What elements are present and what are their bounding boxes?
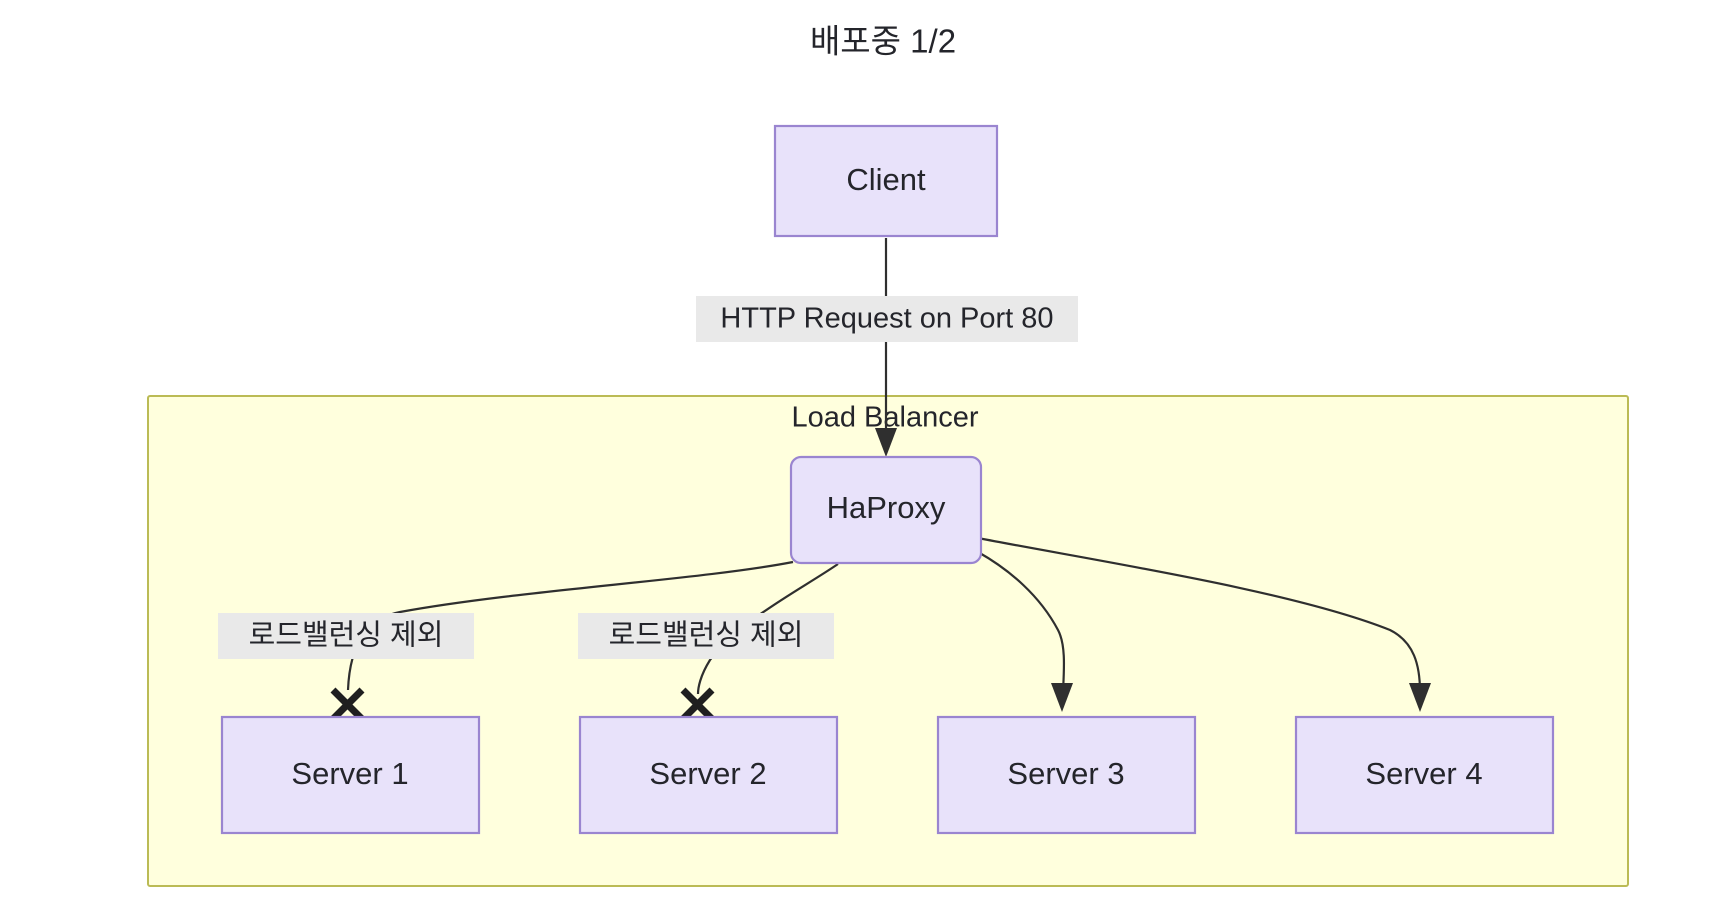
edge-label-background bbox=[696, 296, 1078, 342]
edge-label-http-request: HTTP Request on Port 80 bbox=[696, 296, 1078, 342]
diagram-title: 배포중 1/2 bbox=[810, 23, 956, 60]
node-box[interactable] bbox=[936, 715, 1197, 835]
node-server-1[interactable]: Server 1 bbox=[220, 715, 481, 835]
node-client[interactable]: Client bbox=[773, 124, 999, 238]
edge-label-exclude-1: 로드밸런싱 제외 bbox=[218, 613, 474, 659]
cluster-box bbox=[147, 395, 1629, 887]
node-box[interactable] bbox=[578, 715, 839, 835]
node-label: Client bbox=[846, 162, 926, 197]
edge-line bbox=[977, 536, 1422, 693]
edge-haproxy-server3 bbox=[977, 551, 1073, 712]
node-label: Server 4 bbox=[1365, 756, 1482, 791]
node-label: Server 2 bbox=[649, 756, 766, 791]
node-box[interactable] bbox=[220, 715, 481, 835]
node-box[interactable] bbox=[1294, 715, 1555, 835]
edge-line bbox=[977, 551, 1066, 693]
node-box[interactable] bbox=[773, 124, 999, 238]
node-server-2[interactable]: Server 2 bbox=[578, 715, 839, 835]
edge-haproxy-server4 bbox=[977, 536, 1431, 712]
node-haproxy[interactable]: HaProxy bbox=[789, 455, 983, 565]
node-label: Server 1 bbox=[291, 756, 408, 791]
cross-marker-icon bbox=[330, 687, 365, 722]
arrow-head-icon bbox=[1409, 683, 1431, 712]
cross-marker-icon bbox=[680, 687, 715, 722]
edge-label-background bbox=[578, 613, 834, 659]
edge-label-text: 로드밸런싱 제외 bbox=[609, 620, 804, 652]
node-server-4[interactable]: Server 4 bbox=[1294, 715, 1555, 835]
arrow-head-icon bbox=[875, 428, 897, 457]
edge-label-text: 로드밸런싱 제외 bbox=[249, 620, 444, 652]
node-server-3[interactable]: Server 3 bbox=[936, 715, 1197, 835]
edge-label-exclude-2: 로드밸런싱 제외 bbox=[578, 613, 834, 659]
node-box[interactable] bbox=[789, 455, 983, 565]
arrow-head-icon bbox=[1051, 683, 1073, 712]
node-label: HaProxy bbox=[827, 490, 946, 525]
node-label: Server 3 bbox=[1007, 756, 1124, 791]
edge-label-background bbox=[218, 613, 474, 659]
edge-label-text: HTTP Request on Port 80 bbox=[720, 303, 1053, 335]
